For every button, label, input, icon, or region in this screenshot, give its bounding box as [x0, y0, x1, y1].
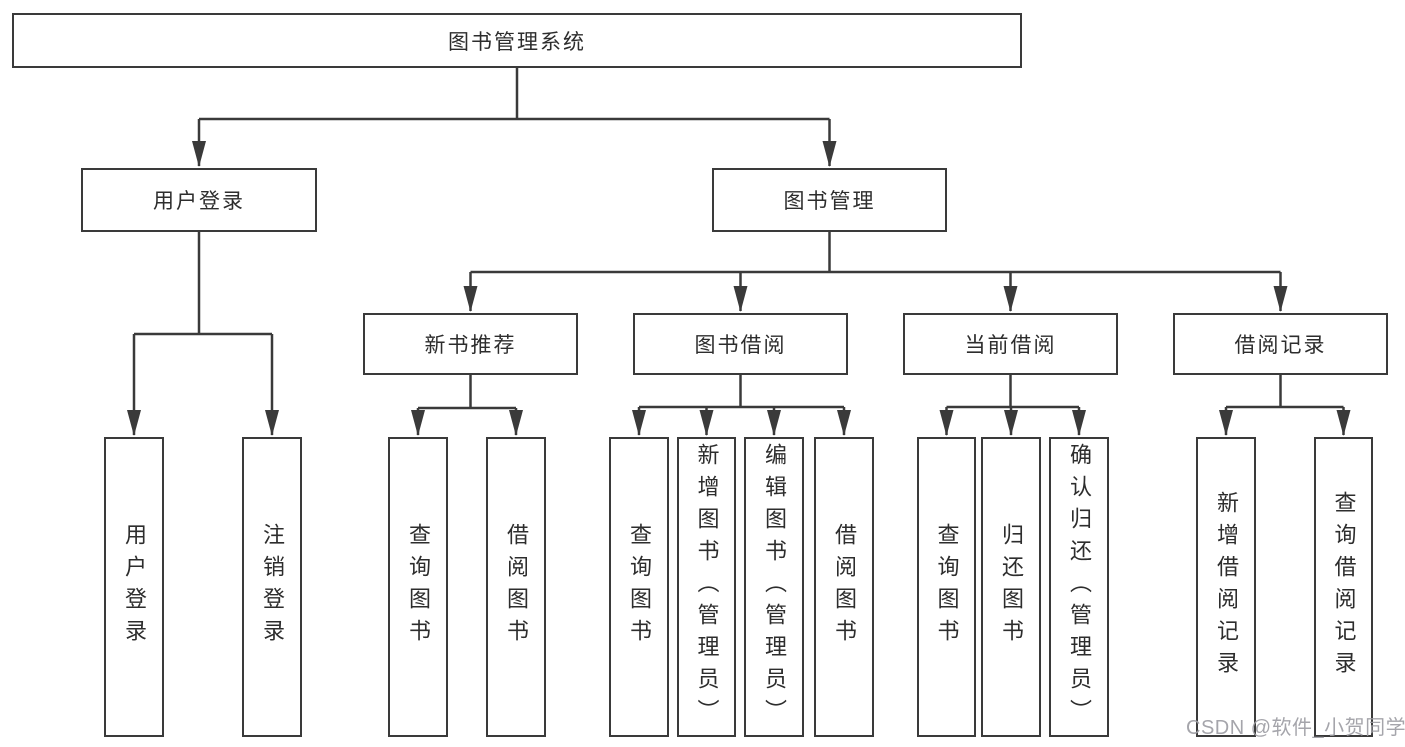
leaf-label: 查询借阅记录: [1331, 491, 1357, 683]
node-borrowing-records: 借阅记录: [1173, 313, 1388, 375]
arrow-down-icon: [1003, 286, 1018, 312]
node-label: 图书管理: [783, 190, 876, 213]
arrow-down-icon: [632, 410, 646, 436]
leaf-add-borrow-record: 新增借阅记录: [1196, 437, 1256, 737]
node-label: 新书推荐: [424, 334, 517, 357]
leaf-user-login: 用户登录: [104, 437, 164, 737]
arrow-down-icon: [1072, 410, 1086, 436]
leaf-label: 用户登录: [122, 523, 147, 651]
node-label: 借阅记录: [1234, 334, 1327, 357]
node-new-book-recommendation: 新书推荐: [363, 313, 578, 375]
leaf-query-borrow-record: 查询借阅记录: [1314, 437, 1373, 737]
leaf-label: 新增借阅记录: [1214, 491, 1239, 683]
leaf-query-books-1: 查询图书: [388, 437, 448, 737]
leaf-edit-book-admin: 编辑图书（管理员）: [744, 437, 804, 737]
arrow-down-icon: [699, 410, 714, 436]
leaf-label: 查询图书: [627, 523, 652, 651]
node-book-borrowing: 图书借阅: [633, 313, 848, 375]
arrow-down-icon: [265, 410, 279, 436]
arrow-down-icon: [1219, 410, 1233, 436]
leaf-label: 借阅图书: [504, 523, 529, 651]
arrow-down-icon: [822, 141, 837, 167]
arrow-down-icon: [509, 410, 523, 436]
leaf-return-books: 归还图书: [981, 437, 1041, 737]
node-current-borrowing: 当前借阅: [903, 313, 1118, 375]
leaf-label: 注销登录: [260, 523, 285, 651]
node-label: 当前借阅: [964, 334, 1057, 357]
node-library-management-system: 图书管理系统: [12, 13, 1022, 68]
leaf-borrow-books-2: 借阅图书: [814, 437, 874, 737]
leaf-query-books-2: 查询图书: [609, 437, 669, 737]
arrow-down-icon: [939, 410, 954, 436]
arrow-down-icon: [767, 410, 781, 436]
leaf-label: 借阅图书: [832, 523, 857, 651]
arrow-down-icon: [192, 141, 206, 167]
node-label: 图书管理系统: [448, 30, 586, 54]
leaf-add-book-admin: 新增图书（管理员）: [677, 437, 736, 737]
node-user-login: 用户登录: [81, 168, 317, 232]
arrow-down-icon: [1336, 410, 1351, 436]
arrow-down-icon: [1004, 410, 1018, 436]
arrow-down-icon: [733, 286, 748, 312]
leaf-label: 归还图书: [999, 523, 1024, 651]
leaf-confirm-return-admin: 确认归还（管理员）: [1049, 437, 1109, 737]
leaf-label: 编辑图书（管理员）: [762, 443, 787, 731]
arrow-down-icon: [411, 410, 425, 436]
node-book-management: 图书管理: [712, 168, 947, 232]
leaf-label: 新增图书（管理员）: [694, 443, 720, 731]
leaf-logout: 注销登录: [242, 437, 302, 737]
leaf-label: 确认归还（管理员）: [1067, 443, 1092, 731]
arrow-down-icon: [837, 410, 851, 436]
leaf-borrow-books-1: 借阅图书: [486, 437, 546, 737]
node-label: 用户登录: [153, 190, 245, 213]
arrow-down-icon: [1273, 286, 1288, 312]
csdn-watermark: CSDN @软件_小贺同学: [1186, 717, 1405, 739]
leaf-label: 查询图书: [934, 523, 960, 651]
leaf-label: 查询图书: [406, 523, 431, 651]
node-label: 图书借阅: [694, 334, 787, 357]
arrow-down-icon: [127, 410, 141, 436]
arrow-down-icon: [463, 286, 478, 312]
leaf-query-books-3: 查询图书: [917, 437, 976, 737]
